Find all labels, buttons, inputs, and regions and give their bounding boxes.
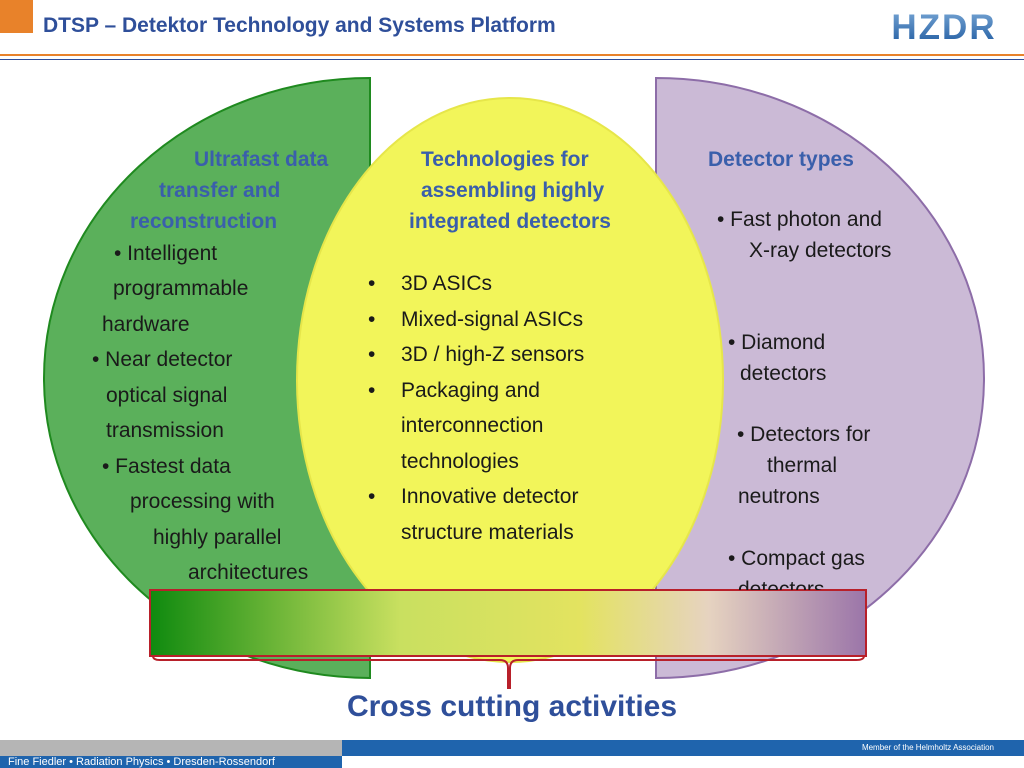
footer-grey-band xyxy=(0,740,342,756)
right-line-5: • Detectors for xyxy=(737,423,871,446)
center-item-4-line-3: technologies xyxy=(401,450,519,473)
left-line-1: • Intelligent xyxy=(114,242,218,265)
hzdr-logo: HZDR xyxy=(891,8,996,46)
center-heading-line-3: integrated detectors xyxy=(409,210,611,233)
cross-cutting-bar xyxy=(149,589,867,657)
left-line-8: processing with xyxy=(130,490,275,513)
left-heading-line-2: transfer and xyxy=(159,179,281,202)
right-line-3: • Diamond xyxy=(728,331,826,354)
center-item-5-line-2: structure materials xyxy=(401,521,574,544)
left-heading-line-3: reconstruction xyxy=(130,210,278,233)
logo-text: HZDR xyxy=(891,8,996,46)
center-bullet-4: • xyxy=(368,379,376,402)
center-heading-line-2: assembling highly xyxy=(421,179,605,202)
left-line-3: hardware xyxy=(102,313,190,336)
right-line-1: • Fast photon and xyxy=(717,208,882,231)
left-line-9: highly parallel xyxy=(153,526,282,549)
right-line-9: detectors xyxy=(738,578,825,590)
right-line-4: detectors xyxy=(740,362,827,385)
left-line-5: optical signal xyxy=(106,384,228,407)
center-item-4-line-1: Packaging and xyxy=(401,379,540,402)
left-line-6: transmission xyxy=(106,419,224,442)
header-divider-blue xyxy=(0,59,1024,60)
center-panel-shape xyxy=(296,97,724,663)
center-item-5-line-1: Innovative detector xyxy=(401,485,579,508)
cross-cutting-label: Cross cutting activities xyxy=(346,690,678,723)
footer-left-band xyxy=(0,756,342,768)
footer-author: Fine Fiedler • Radiation Physics • Dresd… xyxy=(8,756,275,768)
right-line-7: neutrons xyxy=(738,485,820,508)
left-line-2: programmable xyxy=(113,277,249,300)
center-item-4-line-2: interconnection xyxy=(401,414,544,437)
page-title: DTSP – Detektor Technology and Systems P… xyxy=(43,14,556,37)
center-bullet-5: • xyxy=(368,485,376,508)
center-bullet-1: • xyxy=(368,272,376,295)
right-heading: Detector types xyxy=(708,148,854,171)
center-bullet-3: • xyxy=(368,343,376,366)
left-line-10: architectures xyxy=(188,561,309,584)
center-item-1: 3D ASICs xyxy=(401,272,493,295)
center-item-2: Mixed-signal ASICs xyxy=(401,308,584,331)
center-bullet-2: • xyxy=(368,308,376,331)
footer-blue-band xyxy=(342,740,1024,756)
corner-square xyxy=(0,0,33,33)
left-line-4: • Near detector xyxy=(92,348,233,371)
right-line-6: thermal xyxy=(767,454,838,477)
left-line-7: • Fastest data xyxy=(102,455,231,478)
center-item-3: 3D / high-Z sensors xyxy=(401,343,585,366)
center-heading-line-1: Technologies for xyxy=(421,148,589,171)
footer-association: Member of the Helmholtz Association xyxy=(861,743,994,752)
brace xyxy=(152,655,865,689)
right-line-2: X-ray detectors xyxy=(749,239,892,262)
left-heading-line-1: Ultrafast data xyxy=(194,148,329,171)
right-line-8: • Compact gas xyxy=(728,547,865,570)
header-divider-orange xyxy=(0,54,1024,56)
